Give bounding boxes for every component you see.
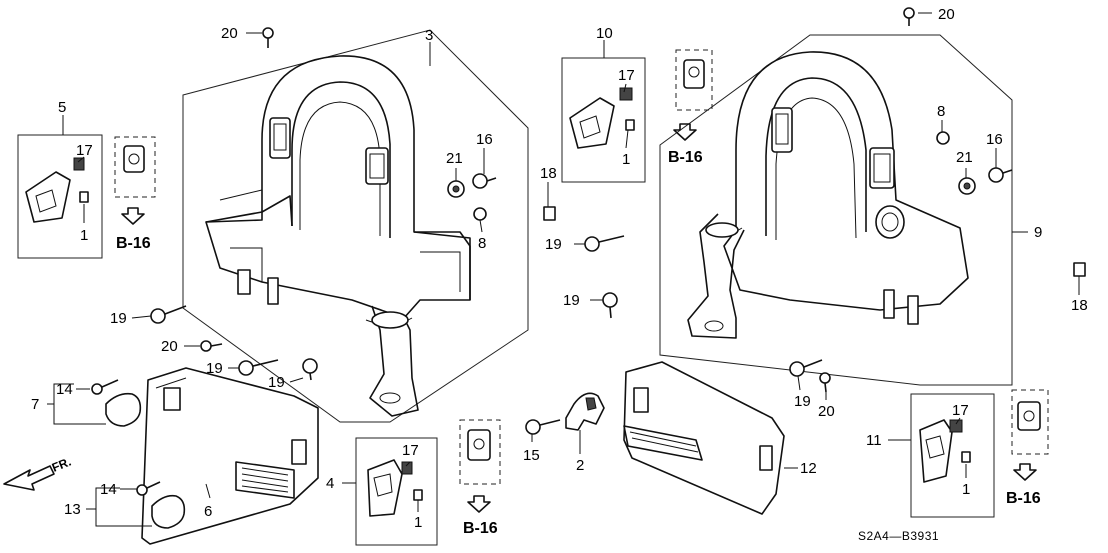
callout-19: 19 bbox=[563, 292, 580, 309]
front-direction-arrow: FR. bbox=[3, 455, 73, 491]
callout-17: 17 bbox=[952, 402, 969, 419]
reference-b16: B-16 bbox=[116, 235, 151, 252]
clip-16 bbox=[472, 173, 497, 189]
clip-16 bbox=[988, 167, 1013, 183]
part-7-side-cap bbox=[105, 392, 142, 427]
callout-2: 2 bbox=[576, 457, 584, 474]
callout-7: 7 bbox=[31, 396, 39, 413]
callout-3: 3 bbox=[425, 27, 433, 44]
callout-5: 5 bbox=[58, 99, 66, 116]
callout-19: 19 bbox=[545, 236, 562, 253]
front-direction-label: FR. bbox=[50, 455, 73, 475]
callout-20: 20 bbox=[161, 338, 178, 355]
callout-21: 21 bbox=[956, 149, 973, 166]
callout-19: 19 bbox=[206, 360, 223, 377]
part-2-bracket bbox=[565, 392, 605, 431]
bolt-15 bbox=[525, 419, 561, 435]
callout-12: 12 bbox=[800, 460, 817, 477]
callout-17: 17 bbox=[402, 442, 419, 459]
screw-20 bbox=[262, 27, 274, 48]
clip-18 bbox=[1073, 262, 1086, 277]
fasteners bbox=[91, 7, 1086, 496]
part-9-rollbar-garnish-right bbox=[659, 34, 1013, 386]
callout-15: 15 bbox=[523, 447, 540, 464]
screw-14 bbox=[91, 379, 119, 395]
detail-box-5 bbox=[17, 134, 156, 259]
callout-1: 1 bbox=[80, 227, 88, 244]
detail-box-11 bbox=[910, 389, 1049, 518]
reference-b16: B-16 bbox=[1006, 490, 1041, 507]
callout-6: 6 bbox=[204, 503, 212, 520]
callout-20: 20 bbox=[938, 6, 955, 23]
part-13-side-cap bbox=[151, 494, 186, 529]
reference-labels: B-16 B-16 B-16 B-16 bbox=[116, 149, 1041, 537]
bolt-19 bbox=[602, 292, 618, 319]
part-6-lower-panel-left bbox=[141, 367, 319, 545]
callout-14: 14 bbox=[56, 381, 73, 398]
callout-17: 17 bbox=[76, 142, 93, 159]
callout-18: 18 bbox=[1071, 297, 1088, 314]
callout-1: 1 bbox=[414, 514, 422, 531]
callout-18: 18 bbox=[540, 165, 557, 182]
bolt-19 bbox=[302, 358, 318, 381]
callout-11: 11 bbox=[866, 432, 882, 449]
screw-20 bbox=[903, 7, 915, 26]
callout-17: 17 bbox=[618, 67, 635, 84]
clip-18 bbox=[543, 206, 556, 221]
callout-20: 20 bbox=[818, 403, 835, 420]
detail-box-4 bbox=[355, 419, 501, 546]
callout-8: 8 bbox=[937, 103, 945, 120]
part-12-lower-panel-right bbox=[623, 361, 785, 515]
leader-lines bbox=[47, 12, 1080, 527]
callout-9: 9 bbox=[1034, 224, 1042, 241]
callout-1: 1 bbox=[622, 151, 630, 168]
clip-8 bbox=[936, 131, 950, 145]
bolt-19 bbox=[150, 305, 187, 324]
reference-b16: B-16 bbox=[463, 520, 498, 537]
callout-19: 19 bbox=[268, 374, 285, 391]
callout-20: 20 bbox=[221, 25, 238, 42]
callout-labels: 20 3 10 20 5 17 1 21 16 8 17 1 18 8 21 1… bbox=[31, 6, 1088, 531]
callout-21: 21 bbox=[446, 150, 463, 167]
callout-19: 19 bbox=[794, 393, 811, 410]
callout-19: 19 bbox=[110, 310, 127, 327]
reference-b16: B-16 bbox=[668, 149, 703, 166]
callout-1: 1 bbox=[962, 481, 970, 498]
bolt-19 bbox=[584, 235, 625, 252]
screw-20 bbox=[200, 340, 223, 352]
callout-16: 16 bbox=[476, 131, 493, 148]
callout-10: 10 bbox=[596, 25, 613, 42]
clip-21 bbox=[447, 180, 465, 198]
callout-8: 8 bbox=[478, 235, 486, 252]
callout-14: 14 bbox=[100, 481, 117, 498]
screw-14 bbox=[136, 481, 161, 496]
callout-16: 16 bbox=[986, 131, 1003, 148]
callout-13: 13 bbox=[64, 501, 81, 518]
drawing-code: S2A4—B3931 bbox=[858, 529, 939, 543]
bolt-19 bbox=[789, 359, 823, 377]
clip-21 bbox=[958, 177, 976, 195]
callout-4: 4 bbox=[326, 475, 334, 492]
clip-8 bbox=[473, 207, 487, 221]
part-3-rollbar-garnish-left bbox=[182, 29, 529, 423]
screw-20 bbox=[819, 372, 831, 393]
